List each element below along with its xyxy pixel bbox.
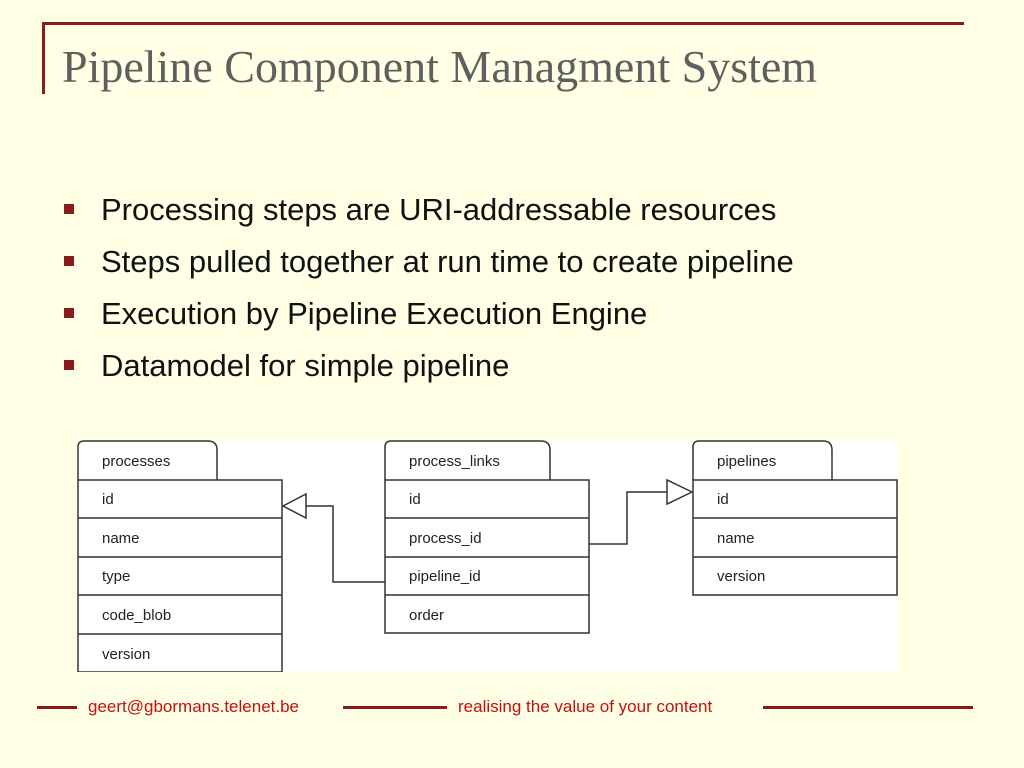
field-id: id <box>409 491 421 508</box>
pipelines-header-tab <box>692 440 833 480</box>
field-name: name <box>717 530 755 547</box>
bullet-text: Processing steps are URI-addressable res… <box>101 192 777 227</box>
bullet-text: Datamodel for simple pipeline <box>101 348 510 383</box>
relation-arrow-pipelines <box>666 478 694 506</box>
footer-email: geert@gbormans.telenet.be <box>88 697 299 716</box>
field-id: id <box>102 491 114 508</box>
processes-body <box>77 479 283 672</box>
field-id: id <box>717 491 729 508</box>
field-type: type <box>102 568 130 585</box>
footer-tagline: realising the value of your content <box>458 697 713 716</box>
footer-rule-right <box>763 706 973 709</box>
table-name-processes: processes <box>102 453 170 470</box>
relation-line-pipelines <box>589 491 667 545</box>
pipelines-body <box>692 479 898 596</box>
bullet-item: Execution by Pipeline Execution Engine <box>64 292 794 344</box>
processes-header-tab <box>77 440 218 480</box>
title-frame-top <box>42 22 964 25</box>
bullet-square-icon <box>64 204 74 214</box>
field-version: version <box>102 646 150 663</box>
field-order: order <box>409 607 444 624</box>
bullet-text: Execution by Pipeline Execution Engine <box>101 296 648 331</box>
bullet-square-icon <box>64 256 74 266</box>
bullet-text: Steps pulled together at run time to cre… <box>101 244 794 279</box>
field-version: version <box>717 568 765 585</box>
field-process-id: process_id <box>409 530 482 547</box>
bullet-square-icon <box>64 360 74 370</box>
bullet-list: Processing steps are URI-addressable res… <box>64 188 794 396</box>
footer-rule-middle <box>343 706 447 709</box>
table-name-pipelines: pipelines <box>717 453 776 470</box>
field-pipeline-id: pipeline_id <box>409 568 481 585</box>
bullet-item: Datamodel for simple pipeline <box>64 344 794 396</box>
table-name-process-links: process_links <box>409 453 500 470</box>
slide-title: Pipeline Component Managment System <box>62 41 818 92</box>
relation-line-processes <box>306 505 385 583</box>
bullet-item: Steps pulled together at run time to cre… <box>64 240 794 292</box>
bullet-square-icon <box>64 308 74 318</box>
field-code-blob: code_blob <box>102 607 171 624</box>
relation-arrow-processes <box>281 492 307 520</box>
title-frame-left <box>42 22 45 94</box>
datamodel-diagram: processes id name type code_blob version… <box>77 440 898 672</box>
footer-rule-left <box>37 706 77 709</box>
process-links-header-tab <box>384 440 551 480</box>
bullet-item: Processing steps are URI-addressable res… <box>64 188 794 240</box>
field-name: name <box>102 530 140 547</box>
